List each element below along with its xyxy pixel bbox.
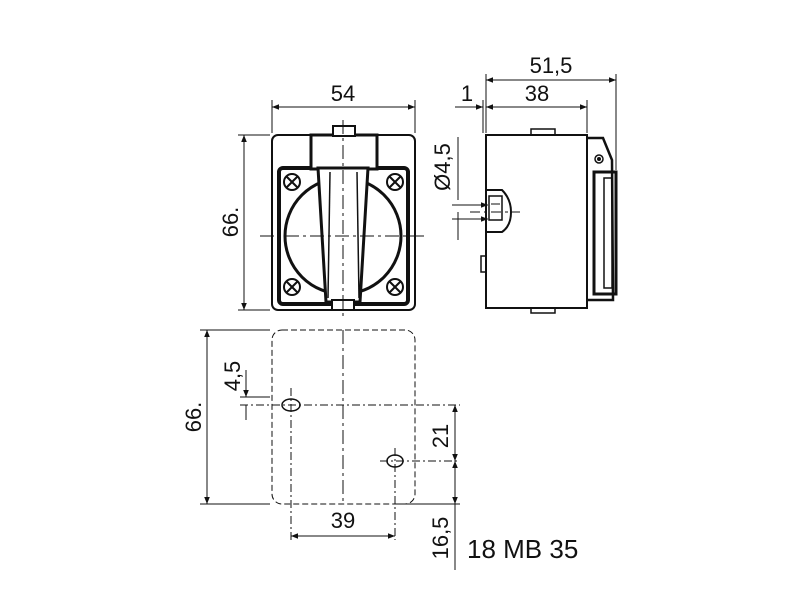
dim-hole-diameter: Ø4,5 <box>430 143 455 191</box>
cutout-outline <box>271 329 416 505</box>
dim-side-body-depth: 38 <box>525 81 549 106</box>
dim-hole-offset-top: 4,5 <box>220 361 245 392</box>
dim-cutout-height: 66. <box>181 402 206 433</box>
corner-screws <box>283 173 404 296</box>
cutout-view <box>240 329 460 540</box>
dim-side-flange: 1 <box>461 81 473 106</box>
front-dimensions <box>238 100 416 311</box>
front-lid <box>309 125 379 311</box>
dim-front-width: 54 <box>331 81 355 106</box>
side-screw <box>486 189 513 233</box>
dim-hole-spacing-vertical: 21 <box>428 424 453 448</box>
side-view <box>470 128 618 314</box>
part-number: 18 MB 35 <box>467 534 578 564</box>
dim-side-total-depth: 51,5 <box>530 53 573 78</box>
dim-hole-spacing-horizontal: 39 <box>331 508 355 533</box>
side-body <box>485 134 588 309</box>
dim-hole-offset-bottom: 16,5 <box>428 517 453 560</box>
dim-front-height: 66. <box>218 207 243 238</box>
side-dimensions <box>452 74 617 240</box>
cutout-dimensions <box>200 329 460 570</box>
front-view <box>260 120 425 320</box>
side-lid <box>587 136 618 302</box>
